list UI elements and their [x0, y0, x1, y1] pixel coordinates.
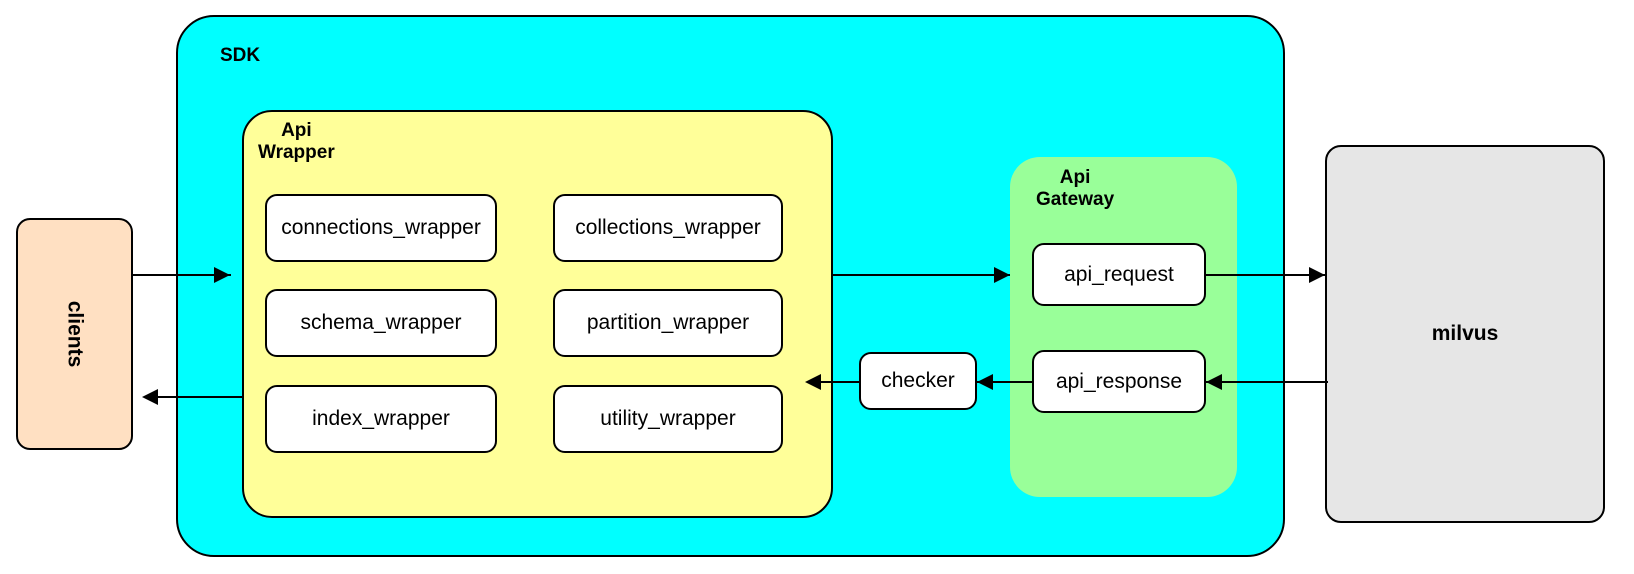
module-label: connections_wrapper — [281, 216, 481, 239]
api-gateway-container-label: Api Gateway — [1036, 167, 1115, 210]
module-utility-wrapper[interactable]: utility_wrapper — [553, 385, 783, 453]
arrow-head-left-icon — [805, 374, 821, 390]
edge-line — [810, 381, 859, 383]
edge-line — [133, 274, 231, 276]
module-collections-wrapper[interactable]: collections_wrapper — [553, 194, 783, 262]
arrow-head-left-icon — [1206, 374, 1222, 390]
module-schema-wrapper[interactable]: schema_wrapper — [265, 289, 497, 357]
api-wrapper-container-label: Api Wrapper — [258, 120, 335, 163]
clients-label: clients — [63, 300, 87, 368]
module-label: checker — [881, 369, 955, 392]
module-checker[interactable]: checker — [859, 352, 977, 410]
module-connections-wrapper[interactable]: connections_wrapper — [265, 194, 497, 262]
module-label: api_response — [1055, 369, 1183, 393]
arrow-head-left-icon — [977, 374, 993, 390]
module-label: api_request — [1064, 262, 1174, 286]
module-label: index_wrapper — [312, 407, 450, 430]
edge-line — [833, 274, 1010, 276]
milvus-label: milvus — [1431, 322, 1499, 345]
edge-line — [158, 396, 242, 398]
sdk-container-label: SDK — [220, 45, 261, 66]
edge-line — [1206, 274, 1325, 276]
module-api-request[interactable]: api_request — [1032, 243, 1206, 306]
arrow-head-left-icon — [142, 389, 158, 405]
module-label: schema_wrapper — [300, 311, 462, 334]
milvus-node[interactable]: milvus — [1325, 145, 1605, 523]
edge-line — [977, 381, 1032, 383]
module-api-response[interactable]: api_response — [1032, 350, 1206, 413]
module-partition-wrapper[interactable]: partition_wrapper — [553, 289, 783, 357]
module-label: partition_wrapper — [586, 311, 750, 334]
arrow-head-right-icon — [214, 267, 230, 283]
arrow-head-right-icon — [1309, 267, 1325, 283]
arrow-head-right-icon — [994, 267, 1010, 283]
module-index-wrapper[interactable]: index_wrapper — [265, 385, 497, 453]
api-gateway-container: Api Gateway — [1010, 157, 1237, 497]
module-label: utility_wrapper — [600, 407, 736, 430]
module-label: collections_wrapper — [575, 216, 761, 239]
edge-line — [1206, 381, 1328, 383]
clients-node[interactable]: clients — [16, 218, 133, 450]
